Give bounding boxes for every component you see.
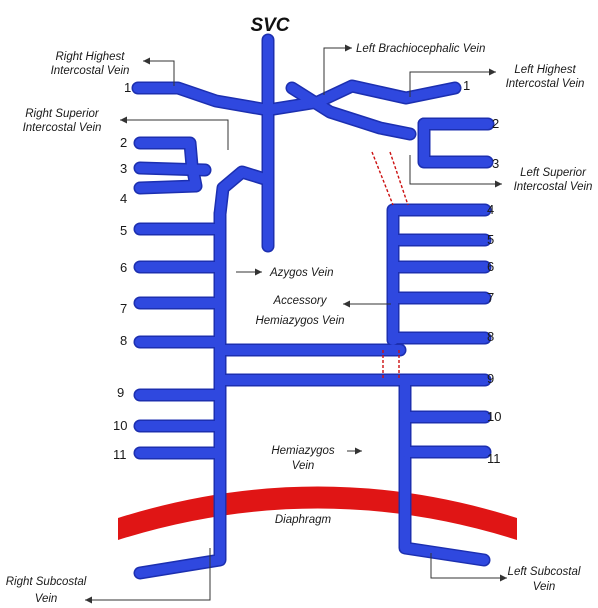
label-right-superior-intercostal-vein: Right Superior Intercostal Vein: [23, 108, 102, 134]
arrowhead: [85, 597, 92, 604]
label-right-highest-intercostal-vein: Right Highest Intercostal Vein: [51, 51, 130, 77]
arrowhead: [355, 448, 362, 455]
label-line: Hemiazygos Vein: [255, 315, 344, 327]
right-intercostal-number: 3: [120, 161, 127, 176]
label-line: Left Subcostal: [508, 566, 581, 578]
label-line: Intercostal Vein: [51, 65, 130, 77]
left-intercostal-number: 4: [487, 202, 494, 217]
label-line: Vein: [533, 581, 556, 593]
right-intercostal-number: 1: [124, 80, 131, 95]
label-line: Intercostal Vein: [23, 122, 102, 134]
label-accessory-hemiazygos-vein: Accessory Hemiazygos Vein: [255, 295, 344, 327]
label-diaphragm: Diaphragm: [275, 514, 332, 526]
left-intercostal-number: 1: [463, 78, 470, 93]
right-intercostal-number: 5: [120, 223, 127, 238]
label-hemiazygos-vein: Hemiazygos Vein: [271, 445, 335, 472]
left-intercostal-number: 11: [487, 451, 501, 466]
left-intercostal-number: 3: [492, 156, 499, 171]
left-intercostal-number: 9: [487, 371, 494, 386]
arrowhead: [255, 269, 262, 276]
left-intercostal-number: 5: [487, 232, 494, 247]
right-intercostal-number: 2: [120, 135, 127, 150]
right-intercostal-number: 7: [120, 301, 127, 316]
label-azygos-vein: Azygos Vein: [269, 267, 334, 279]
label-line: Hemiazygos: [271, 445, 335, 457]
label-line: Right Highest: [55, 51, 125, 63]
left-intercostal-number: 7: [487, 290, 494, 305]
label-left-brachiocephalic-vein: Left Brachiocephalic Vein: [356, 43, 485, 55]
left-intercostal-number: 2: [492, 116, 499, 131]
label-line: Accessory: [272, 295, 327, 307]
label-line: Left Superior: [520, 167, 587, 179]
right-intercostal-number: 6: [120, 260, 127, 275]
label-line: Right Superior: [25, 108, 100, 120]
label-left-subcostal-vein: Left Subcostal Vein: [508, 566, 581, 593]
right-intercostal-number: 4: [120, 191, 127, 206]
arrowhead: [120, 117, 127, 124]
label-line: Vein: [35, 593, 58, 605]
arrowhead: [345, 45, 352, 52]
label-left-superior-intercostal-vein: Left Superior Intercostal Vein: [514, 167, 593, 193]
right-intercostal-numbers: 1 2 3 4 5 6 7 8 9 10 11: [113, 80, 131, 462]
arrowhead: [495, 181, 502, 188]
label-line: Intercostal Vein: [506, 78, 585, 90]
arrowhead: [143, 58, 150, 65]
arrowhead: [343, 301, 350, 308]
label-left-highest-intercostal-vein: Left Highest Intercostal Vein: [506, 64, 585, 90]
svc-title: SVC: [250, 15, 289, 36]
arrowhead: [500, 575, 507, 582]
left-intercostal-number: 8: [487, 329, 494, 344]
right-intercostal-number: 9: [117, 385, 124, 400]
right-intercostal-number: 11: [113, 447, 127, 462]
label-line: Right Subcostal: [6, 576, 87, 588]
arrowhead: [489, 69, 496, 76]
label-line: Vein: [292, 460, 315, 472]
right-intercostal-number: 10: [113, 418, 127, 433]
left-intercostal-number: 6: [487, 259, 494, 274]
left-intercostal-number: 10: [487, 409, 501, 424]
right-intercostal-number: 8: [120, 333, 127, 348]
label-right-subcostal-vein: Right Subcostal Vein: [6, 576, 87, 605]
label-line: Left Highest: [514, 64, 576, 76]
label-line: Intercostal Vein: [514, 181, 593, 193]
